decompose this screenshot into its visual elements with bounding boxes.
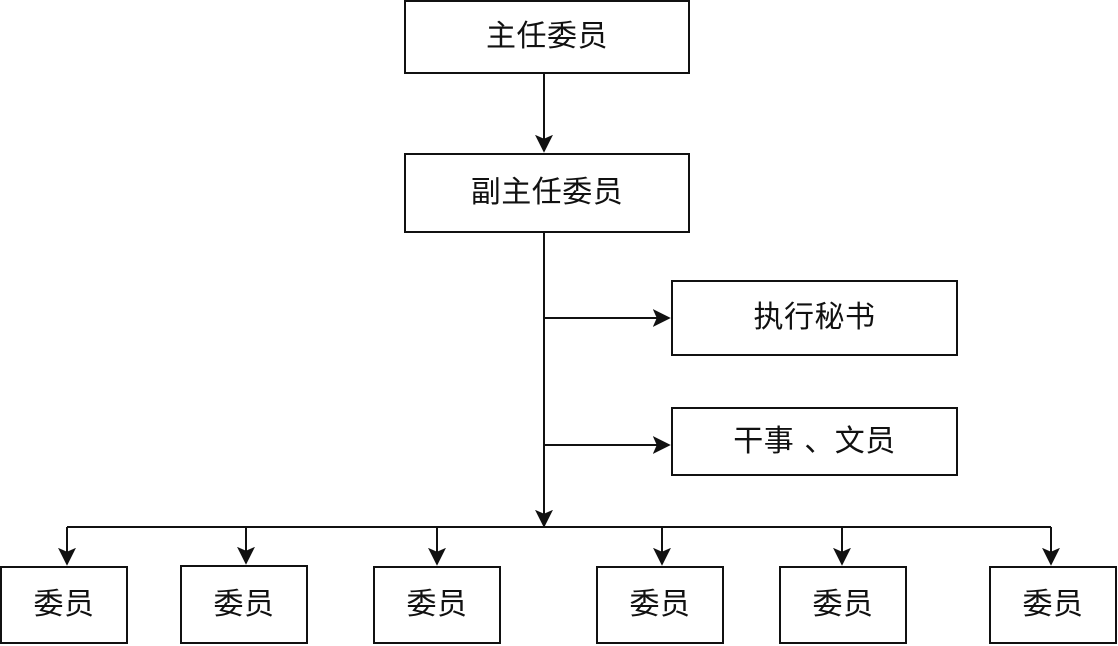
member-box-5: 委员 [779, 566, 907, 644]
staff-clerk-box: 干事 、文员 [671, 407, 958, 476]
member-box-3: 委员 [373, 566, 501, 644]
member-label-6: 委员 [1022, 587, 1084, 622]
member-box-2: 委员 [180, 565, 308, 644]
vice-chair-label: 副主任委员 [470, 175, 624, 210]
member-label-1: 委员 [33, 587, 95, 622]
member-box-4: 委员 [596, 566, 724, 644]
member-box-1: 委员 [0, 566, 128, 644]
member-box-6: 委员 [989, 566, 1117, 644]
member-label-2: 委员 [213, 586, 275, 622]
staff-clerk-label: 干事 、文员 [733, 423, 896, 459]
member-label-4: 委员 [629, 587, 691, 622]
chair-label: 主任委员 [486, 19, 608, 54]
executive-secretary-box: 执行秘书 [671, 280, 958, 356]
vice-chair-box: 副主任委员 [404, 153, 690, 233]
chair-box: 主任委员 [404, 0, 690, 74]
executive-secretary-label: 执行秘书 [753, 300, 876, 335]
member-label-3: 委员 [406, 587, 468, 622]
member-label-5: 委员 [812, 587, 874, 622]
